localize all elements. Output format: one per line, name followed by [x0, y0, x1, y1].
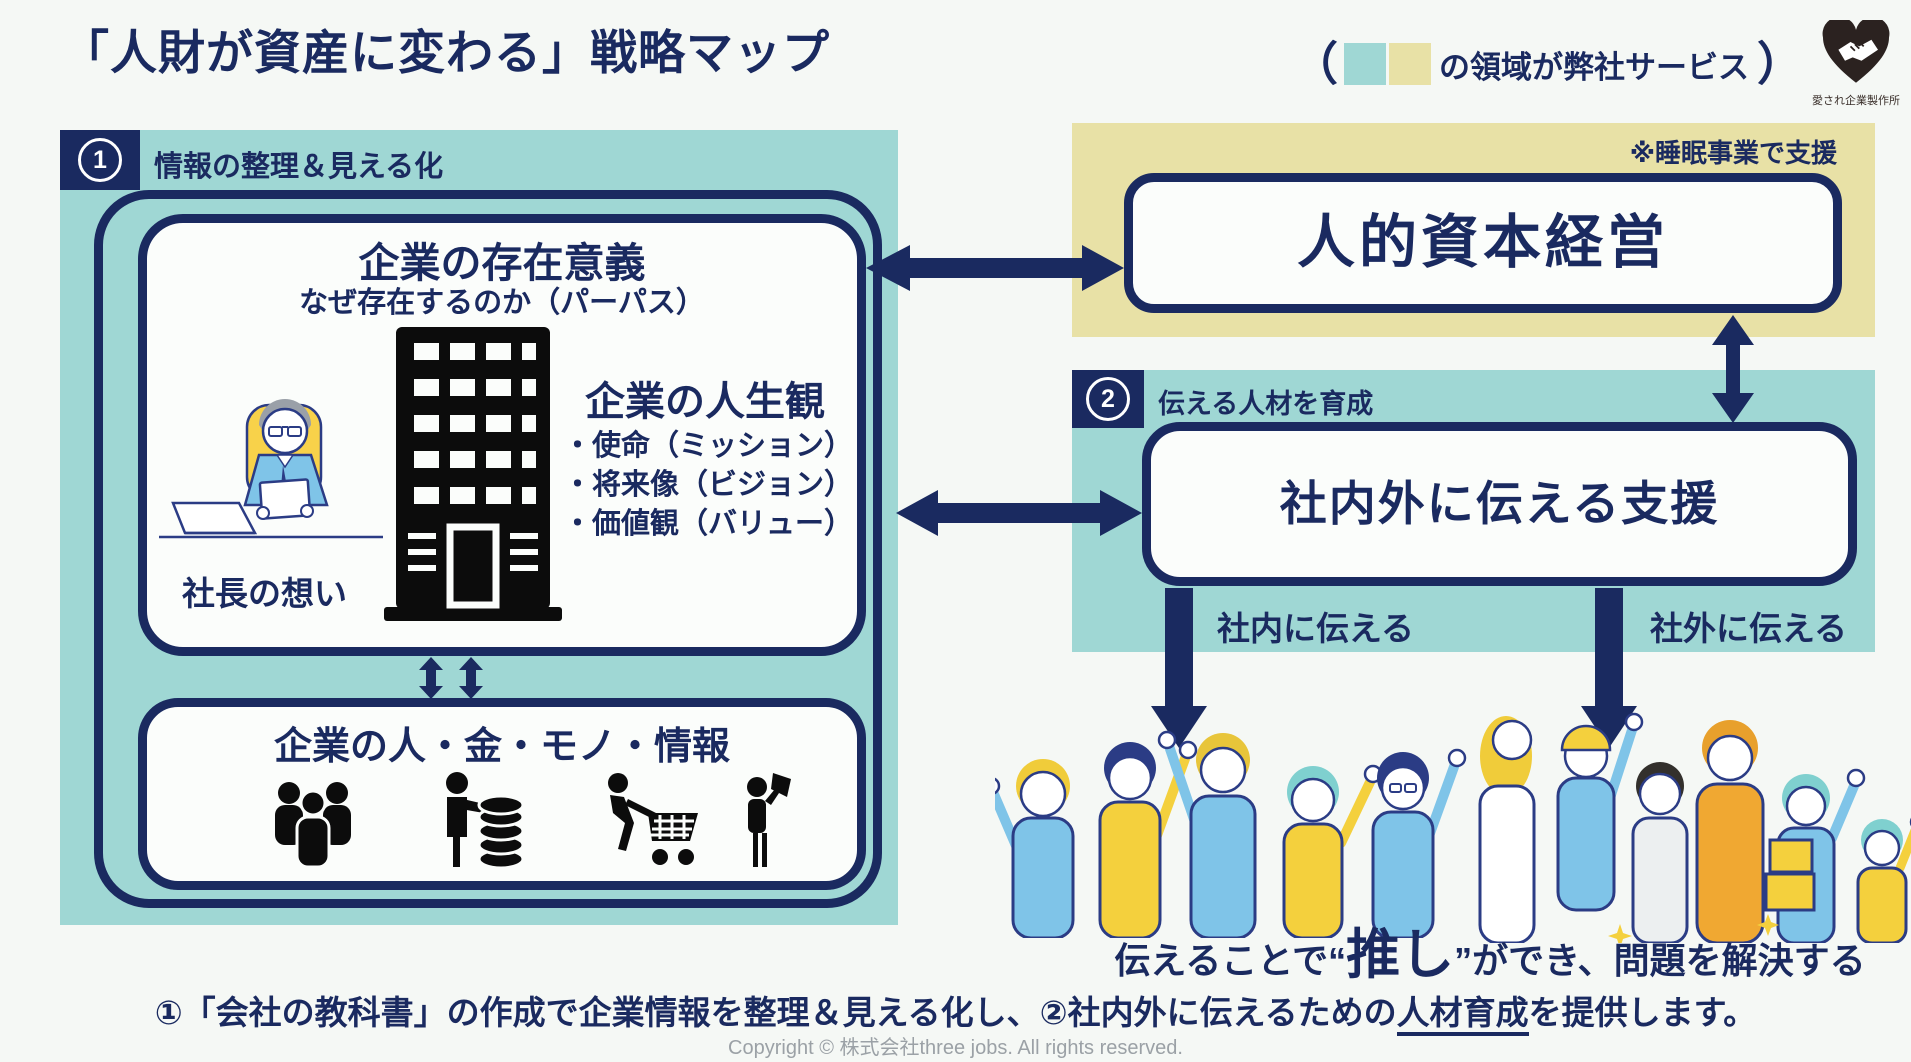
- circled-1-icon: 1: [78, 138, 122, 182]
- summary-underlined: 人材育成: [1396, 994, 1529, 1036]
- caption: 伝えることで“推し”ができ、問題を解決する: [1075, 910, 1905, 989]
- purpose-box: 企業の存在意義 なぜ存在するのか（パーパス） 企業の人生観: [138, 214, 866, 656]
- president-label: 社長の想い: [182, 575, 347, 612]
- bullet-value: ・価値観（バリュー）: [563, 508, 854, 540]
- section1-outline: [94, 190, 882, 908]
- summary-sentence: ①「会社の教科書」の作成で企業情報を整理＆見える化し、②社内外に伝えるための人材…: [0, 986, 1911, 1036]
- arrow-capital-communication-vertical: [1712, 315, 1754, 423]
- copyright: Copyright © 株式会社three jobs. All rights r…: [728, 1037, 1183, 1059]
- company-logo: 愛され企業製作所: [1800, 16, 1911, 108]
- section2-container: 2 伝える人材を育成 社内外に伝える支援 社内に伝える 社外に伝える: [1072, 370, 1875, 652]
- people-icon: [275, 782, 351, 869]
- section2-header: 伝える人材を育成: [1158, 389, 1374, 419]
- bullet-mission: ・使命（ミッション）: [563, 430, 854, 462]
- cart-icon: [608, 773, 698, 865]
- bullet-vision: ・将来像（ビジョン）: [563, 469, 854, 501]
- legend-open-paren: （: [1292, 38, 1338, 90]
- president-illustration: [159, 399, 383, 539]
- money-icon: [446, 772, 525, 870]
- circled-2-icon: 2: [1086, 377, 1130, 421]
- external-label: 社外に伝える: [1650, 610, 1848, 647]
- caption-pre: 伝えることで“: [1114, 940, 1347, 981]
- arrow-purpose-to-human-capital: [866, 245, 1124, 291]
- legend-label: の領域が弊社サービス: [1439, 49, 1749, 85]
- legend-close-paren: ）: [1757, 38, 1803, 90]
- section2-number-badge: 2: [1072, 370, 1144, 428]
- internal-audience-illustration: [995, 730, 1467, 938]
- heart-handshake-icon: [1822, 16, 1890, 83]
- section1-header: 情報の整理＆見える化: [154, 151, 444, 183]
- section1-container: 1 情報の整理＆見える化 企業の存在意義 なぜ存在するのか（パーパス）: [60, 130, 898, 925]
- megaphone-icon: [747, 773, 791, 867]
- teal-swatch-icon: [1344, 43, 1386, 85]
- communication-support-box: 社内外に伝える支援: [1142, 422, 1857, 586]
- human-capital-container: ※睡眠事業で支援 人的資本経営: [1072, 123, 1875, 337]
- human-capital-box: 人的資本経営: [1124, 173, 1842, 313]
- purpose-subtitle: なぜ存在するのか（パーパス）: [299, 287, 705, 319]
- tan-swatch-icon: [1389, 43, 1431, 85]
- life-view-title: 企業の人生観: [585, 380, 825, 424]
- section1-number-badge: 1: [60, 130, 140, 190]
- internal-label: 社内に伝える: [1217, 610, 1415, 647]
- service-legend: （ の領域が弊社サービス ）: [1292, 38, 1803, 90]
- resources-title: 企業の人・金・モノ・情報: [273, 726, 730, 768]
- sleep-business-note: ※睡眠事業で支援: [1629, 138, 1837, 168]
- caption-emph: 推し: [1346, 925, 1455, 985]
- building-icon: [384, 327, 562, 621]
- external-audience-illustration: [1478, 712, 1911, 943]
- life-view-bullets: ・使命（ミッション） ・将来像（ビジョン） ・価値観（バリュー）: [563, 427, 853, 544]
- summary-pre: ①「会社の教科書」の作成で企業情報を整理＆見える化し、②社内外に伝えるための: [154, 994, 1397, 1031]
- logo-caption: 愛され企業製作所: [1812, 95, 1900, 107]
- arrow-down-external: [1581, 588, 1637, 748]
- updown-arrows-icon: [419, 657, 483, 699]
- summary-post: を提供します。: [1528, 994, 1757, 1031]
- resources-box: 企業の人・金・モノ・情報: [138, 698, 866, 890]
- page-title: 「人財が資産に変わる」戦略マップ: [62, 26, 830, 79]
- caption-post: ”ができ、問題を解決する: [1454, 940, 1866, 981]
- arrow-purpose-to-communication: [896, 490, 1142, 536]
- arrow-down-internal: [1151, 588, 1207, 748]
- purpose-title: 企業の存在意義: [358, 240, 646, 286]
